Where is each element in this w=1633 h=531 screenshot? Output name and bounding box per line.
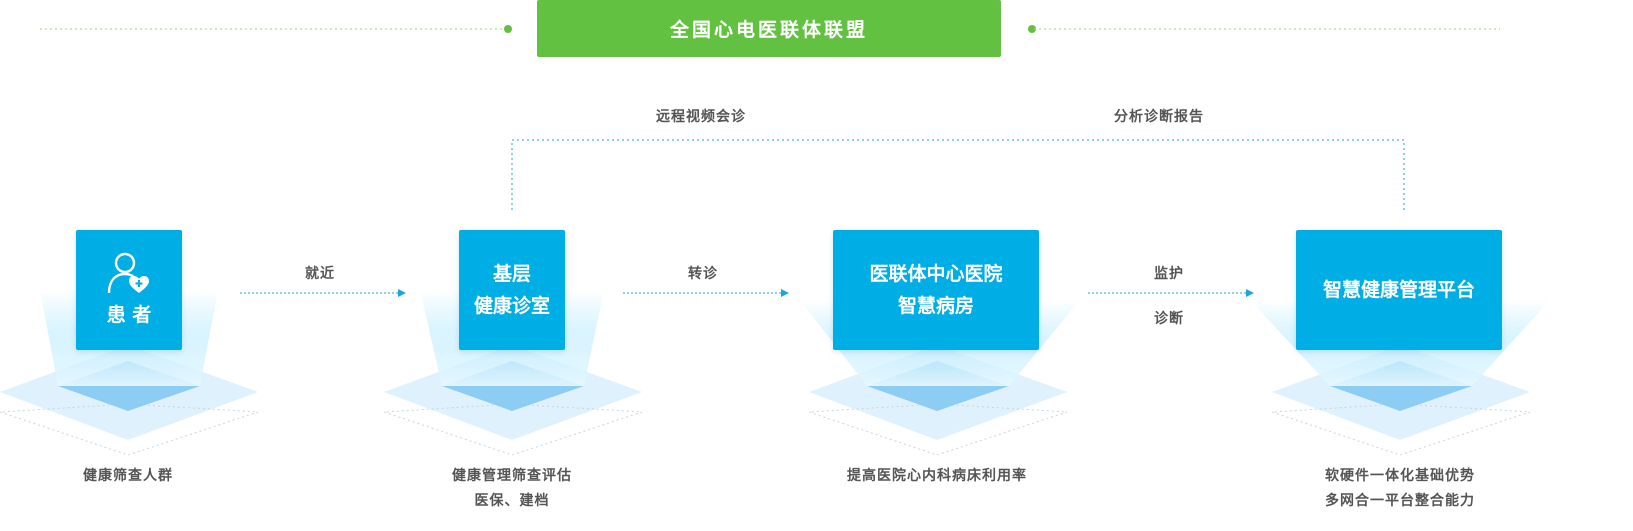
node-primary-clinic-caption-line2: 医保、建档 — [474, 493, 550, 509]
arrow-2-label: 转诊 — [688, 266, 718, 282]
node-patient-caption-line1: 健康筛查人群 — [83, 468, 173, 484]
node-primary-clinic: 基层 健康诊室 — [459, 230, 565, 350]
node-primary-clinic-caption-line1: 健康管理筛查评估 — [452, 468, 572, 484]
remote-consult-label: 远程视频会诊 — [656, 109, 746, 125]
node-patient: 患 者 — [76, 230, 182, 350]
analysis-report-label: 分析诊断报告 — [1114, 109, 1204, 125]
top-connector-line — [511, 139, 1405, 210]
arrow-3-label-top: 监护 — [1154, 266, 1184, 282]
alliance-banner: 全国心电医联体联盟 — [537, 0, 1001, 57]
alliance-banner-title: 全国心电医联体联盟 — [669, 19, 868, 41]
node-primary-clinic-title-line2: 健康诊室 — [473, 295, 550, 317]
arrow-1-label: 就近 — [305, 266, 335, 282]
patient-icon — [107, 252, 149, 294]
node-central-hospital-caption-line1: 提高医院心内科病床利用率 — [847, 468, 1027, 484]
arrow-3-label-bottom: 诊断 — [1154, 311, 1184, 327]
node-smart-platform: 智慧健康管理平台 — [1296, 230, 1502, 350]
node-central-hospital-caption: 提高医院心内科病床利用率 — [807, 464, 1067, 489]
banner-left-line — [40, 25, 512, 33]
node-central-hospital: 医联体中心医院 智慧病房 — [833, 230, 1039, 350]
node-smart-platform-title: 智慧健康管理平台 — [1322, 279, 1475, 301]
node-patient-caption: 健康筛查人群 — [28, 464, 228, 489]
banner-right-line — [1028, 25, 1500, 33]
node-primary-clinic-caption: 健康管理筛查评估 医保、建档 — [412, 464, 612, 514]
node-central-hospital-title-line2: 智慧病房 — [897, 295, 974, 317]
node-smart-platform-caption-line2: 多网合一平台整合能力 — [1325, 493, 1475, 509]
node-smart-platform-caption: 软硬件一体化基础优势 多网合一平台整合能力 — [1280, 464, 1520, 514]
node-primary-clinic-title-line1: 基层 — [492, 263, 531, 285]
node-patient-title: 患 者 — [106, 304, 152, 326]
node-smart-platform-caption-line1: 软硬件一体化基础优势 — [1325, 468, 1475, 484]
node-central-hospital-title-line1: 医联体中心医院 — [869, 263, 1003, 285]
